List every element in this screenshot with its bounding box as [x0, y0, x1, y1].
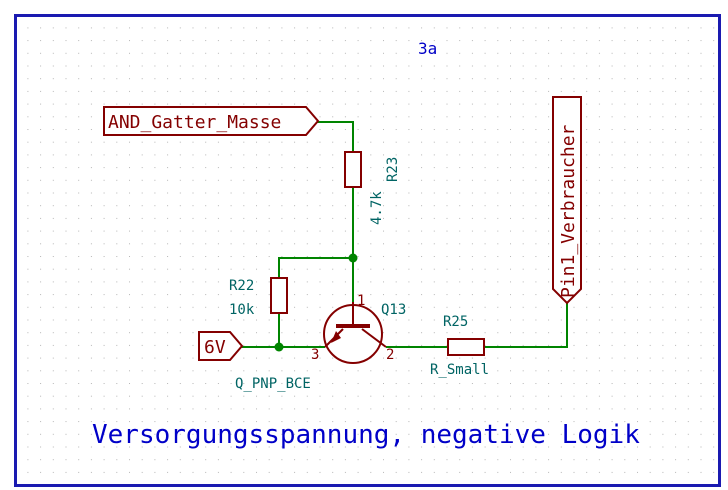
value-label: R_Small [430, 362, 489, 378]
reference-label: R23 [385, 157, 401, 182]
value-label: 4.7k [369, 191, 385, 225]
value-label: Q_PNP_BCE [235, 376, 311, 392]
transistor-arrow [331, 331, 341, 343]
net-label-text: 6V [204, 337, 226, 358]
resistor-body [447, 338, 485, 356]
resistor-r22[interactable]: R22 10k [229, 277, 288, 318]
wire-node-to-r22 [278, 257, 353, 277]
net-label-and-gate-ground[interactable]: AND_Gatter_Masse [103, 106, 320, 136]
pin-number-2: 2 [386, 347, 394, 363]
junction-dot [348, 253, 358, 263]
reference-label: Q13 [381, 302, 406, 318]
wire-r25-to-pin1 [484, 303, 568, 348]
transistor-q13[interactable]: 1 2 3 Q13 Q_PNP_BCE [235, 293, 406, 392]
sheet-title: Versorgungsspannung, negative Logik [92, 420, 640, 450]
reference-label: R22 [229, 278, 254, 294]
net-label-shape [552, 96, 582, 305]
net-label-6v[interactable]: 6V [198, 331, 244, 361]
resistor-r25[interactable]: R25 R_Small [430, 314, 489, 378]
pin-number-3: 3 [311, 347, 319, 363]
value-label: 10k [229, 302, 255, 318]
pin-number-1: 1 [357, 293, 365, 309]
transistor-emitter-lead [361, 328, 387, 348]
sheet-id: 3a [418, 39, 437, 58]
net-label-shape [103, 106, 320, 136]
net-label-pin1-consumer[interactable]: Pin1_Verbraucher [552, 96, 582, 305]
net-label-shape [198, 331, 244, 361]
grid-dots [14, 14, 718, 484]
resistor-body [344, 151, 362, 188]
resistor-body [270, 277, 288, 314]
reference-label: R25 [443, 314, 468, 330]
resistor-r23[interactable]: R23 4.7k [344, 151, 401, 225]
net-label-text: AND_Gatter_Masse [108, 112, 281, 133]
junction-dot [274, 342, 284, 352]
sheet-border [14, 14, 721, 487]
net-label-text: Pin1_Verbraucher [558, 124, 579, 298]
wire-and-gate-to-r23 [316, 121, 354, 151]
